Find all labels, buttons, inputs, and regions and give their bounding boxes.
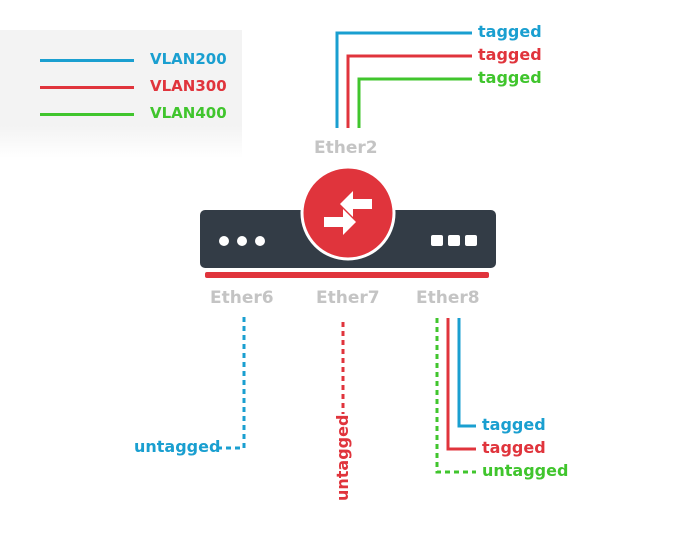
ether8-vlan400-line: [435, 318, 476, 474]
ether8-links: [435, 318, 662, 474]
port-label-ether2: Ether2: [314, 138, 378, 158]
ether8-vlan300-line: [446, 318, 476, 451]
port-squares-icon: [431, 235, 477, 246]
ether8-vlan200-line: [457, 318, 476, 428]
ether2-links: [335, 31, 640, 128]
ether2-vlan200-line: [335, 31, 472, 128]
ether7-vlan300-label: untagged: [333, 414, 352, 501]
ether2-vlan200-label: tagged: [478, 22, 542, 41]
ether8-vlan200-label: tagged: [482, 415, 546, 434]
ether2-vlan400-label: tagged: [478, 68, 542, 87]
port-label-ether7: Ether7: [316, 288, 380, 308]
ether8-vlan400-label: untagged: [482, 461, 569, 480]
ether6-links: [36, 317, 246, 450]
legend-line-vlan400: [40, 113, 134, 116]
legend-label-vlan400: VLAN400: [150, 104, 227, 122]
port-label-ether8: Ether8: [416, 288, 480, 308]
ether8-vlan300-label: tagged: [482, 438, 546, 457]
ether6-vlan200-label: untagged: [134, 437, 221, 456]
ether2-vlan300-line: [346, 54, 472, 128]
legend: VLAN200 VLAN300 VLAN400: [0, 30, 242, 158]
switch-device: [200, 165, 496, 278]
legend-label-vlan300: VLAN300: [150, 77, 227, 95]
switch-base-accent: [205, 272, 489, 278]
ether2-vlan400-line: [357, 77, 472, 128]
switch-arrows-icon: [300, 165, 396, 261]
ether2-vlan300-label: tagged: [478, 45, 542, 64]
ether6-vlan200-line: [216, 317, 246, 450]
legend-line-vlan200: [40, 59, 134, 62]
legend-label-vlan200: VLAN200: [150, 50, 227, 68]
port-label-ether6: Ether6: [210, 288, 274, 308]
legend-line-vlan300: [40, 86, 134, 89]
port-dots-icon: [219, 236, 265, 246]
